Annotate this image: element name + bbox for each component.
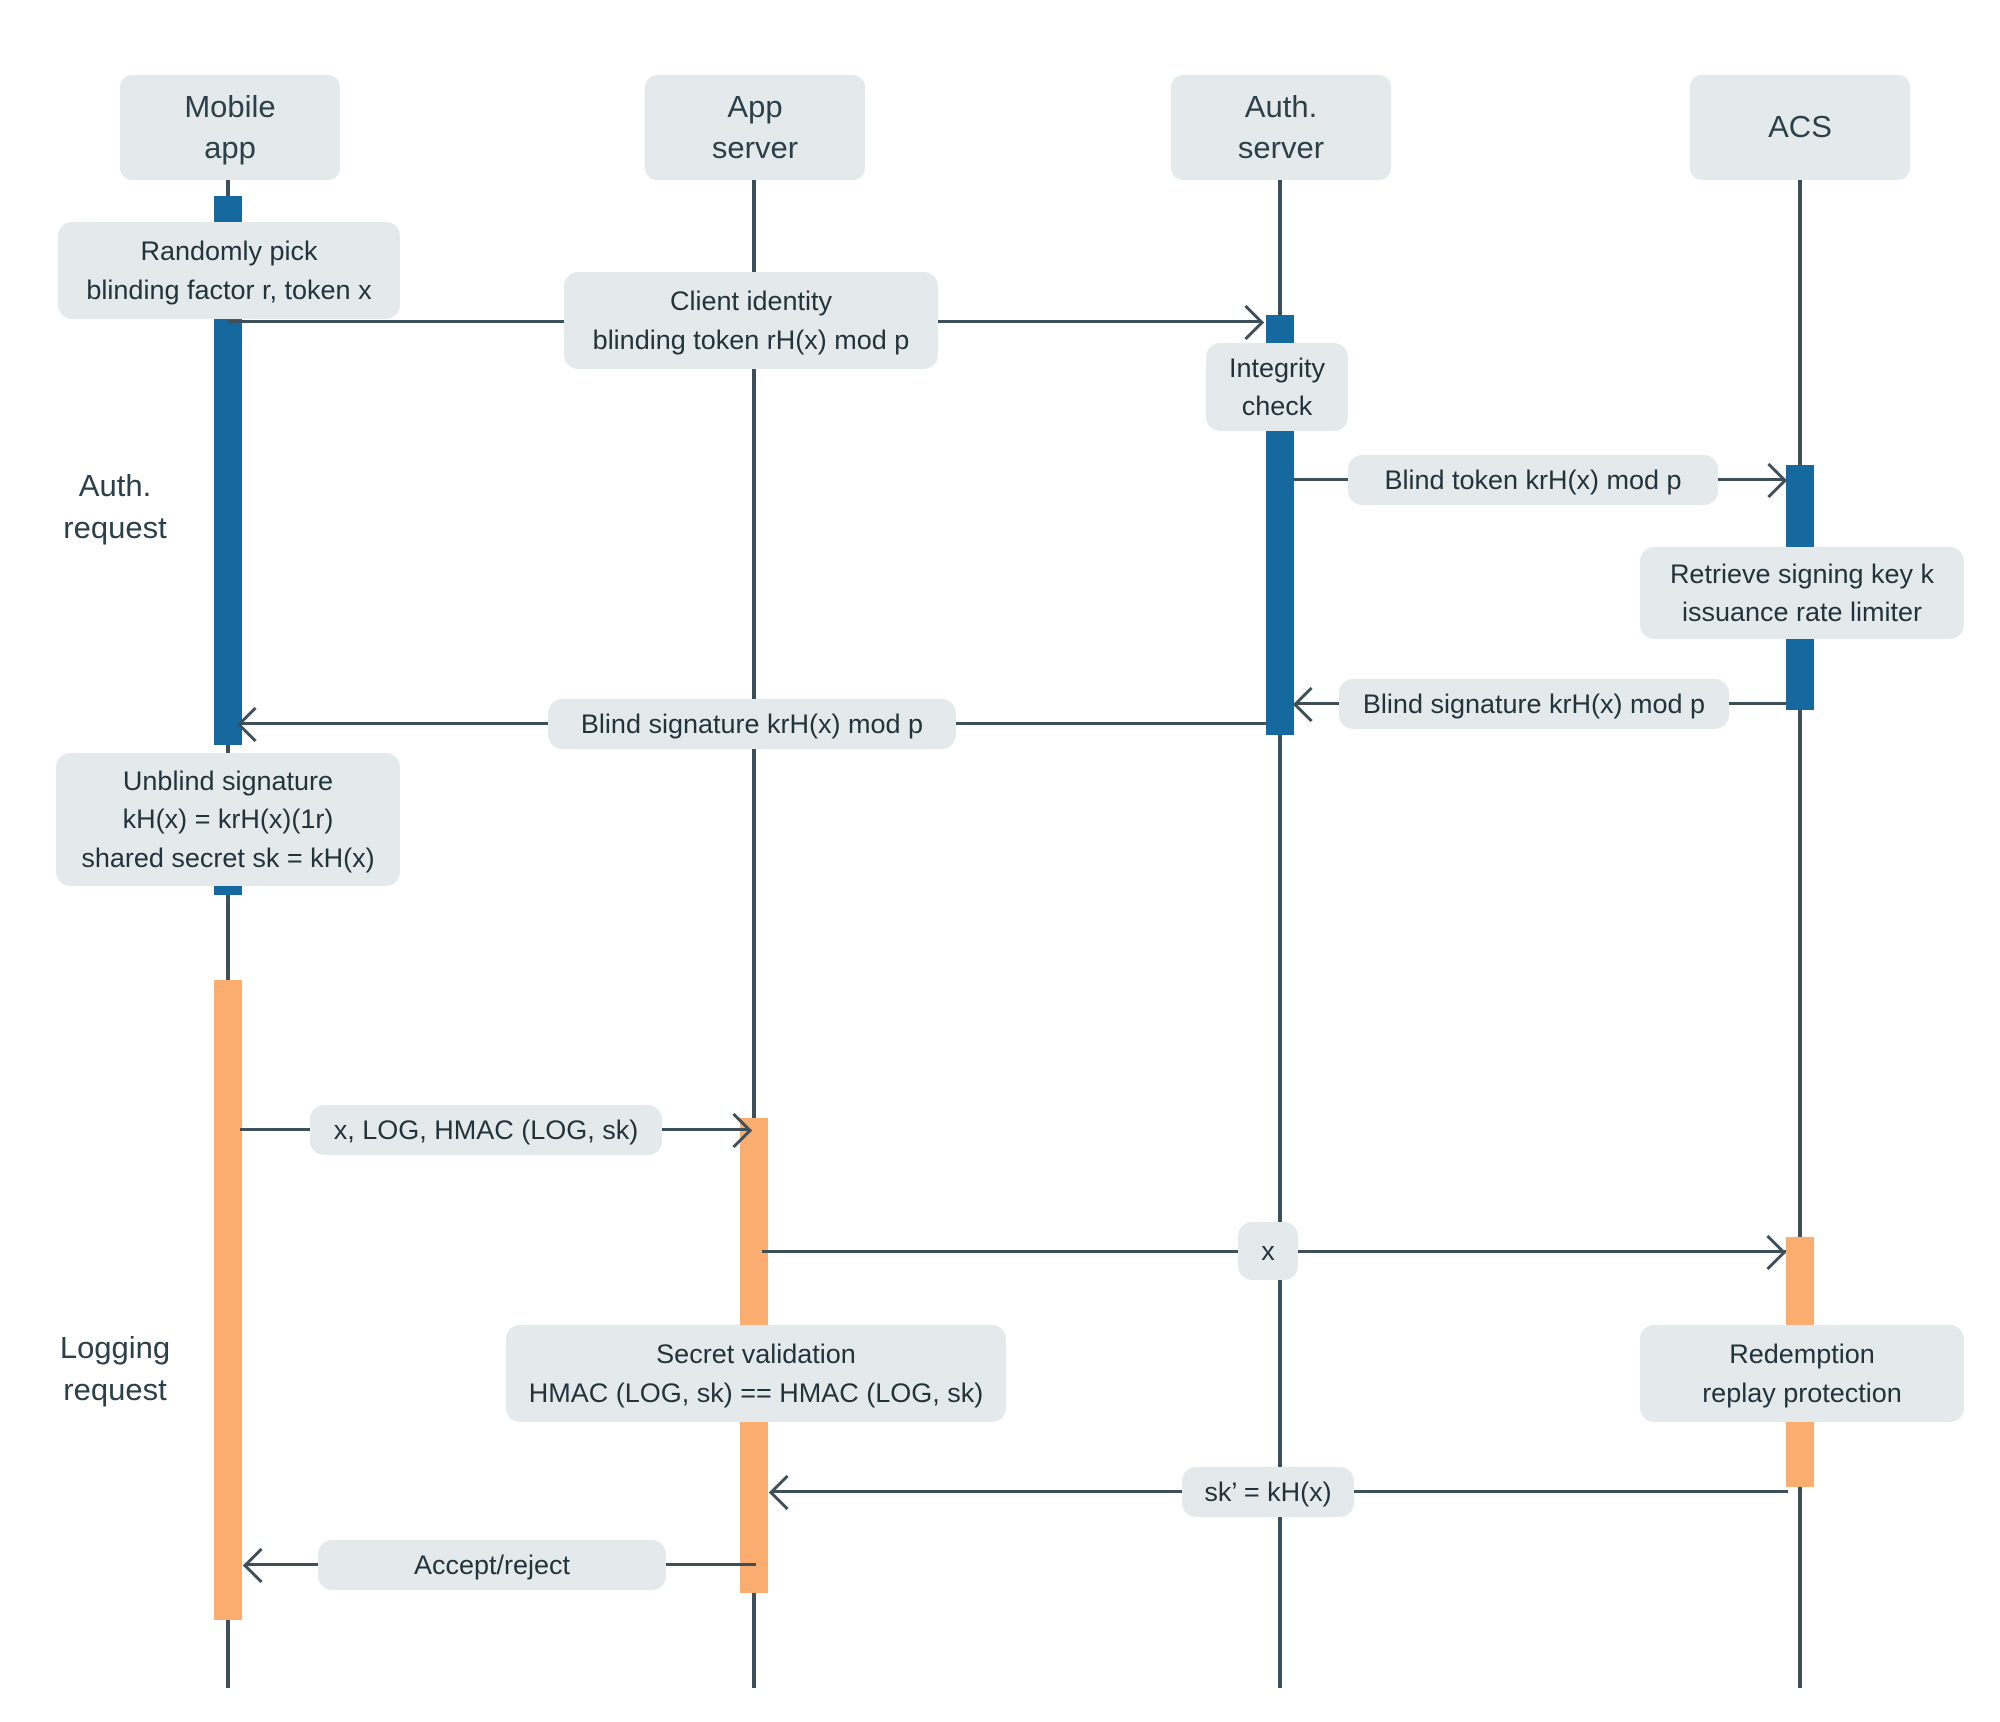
- phase-label-logging-request: Logging request: [30, 1327, 200, 1411]
- arrow-x-token: [1750, 1234, 1787, 1271]
- actor-auth-server-line1: Auth.: [1244, 88, 1318, 124]
- note-blind-signature-app-line1: Blind signature krH(x) mod p: [580, 708, 924, 739]
- activation-mobile-app-stub: [214, 196, 242, 226]
- note-log-hmac: x, LOG, HMAC (LOG, sk): [310, 1105, 662, 1155]
- note-retrieve-signing-key: Retrieve signing key k issuance rate lim…: [1640, 547, 1964, 639]
- note-redemption-line2: replay protection: [1702, 1377, 1902, 1408]
- note-accept-reject: Accept/reject: [318, 1540, 666, 1590]
- note-blind-signature-acs: Blind signature krH(x) mod p: [1339, 679, 1729, 729]
- note-randomly-pick: Randomly pick blinding factor r, token x: [58, 222, 400, 319]
- note-secret-validation: Secret validation HMAC (LOG, sk) == HMAC…: [506, 1325, 1006, 1422]
- actor-mobile-app[interactable]: Mobile app: [120, 75, 340, 180]
- note-unblind-signature-line2: kH(x) = krH(x)(1r): [122, 804, 334, 835]
- note-blind-token-line1: Blind token krH(x) mod p: [1384, 464, 1682, 495]
- actor-mobile-app-line2: app: [204, 129, 256, 165]
- note-log-hmac-line1: x, LOG, HMAC (LOG, sk): [333, 1114, 639, 1145]
- actor-acs-line1: ACS: [1768, 109, 1832, 145]
- note-redemption-line1: Redemption: [1729, 1339, 1875, 1370]
- actor-auth-server-line2: server: [1237, 129, 1325, 165]
- arrow-blind-signature-acs: [1292, 686, 1329, 723]
- phase-label-auth-request: Auth. request: [30, 465, 200, 549]
- note-client-identity: Client identity blinding token rH(x) mod…: [564, 272, 938, 369]
- actor-acs[interactable]: ACS: [1690, 75, 1910, 180]
- note-randomly-pick-line1: Randomly pick: [140, 236, 318, 267]
- actor-app-server[interactable]: App server: [645, 75, 865, 180]
- note-retrieve-signing-key-line2: issuance rate limiter: [1681, 597, 1923, 627]
- actor-app-server-line2: server: [711, 129, 799, 165]
- note-blind-token: Blind token krH(x) mod p: [1348, 455, 1718, 505]
- note-unblind-signature-line1: Unblind signature: [122, 766, 334, 797]
- phase-logging-request-line2: request: [63, 1371, 167, 1407]
- note-unblind-signature-line3: shared secret sk = kH(x): [81, 842, 375, 873]
- note-randomly-pick-line2: blinding factor r, token x: [86, 274, 372, 305]
- note-integrity-check-line1: Integrity: [1228, 352, 1326, 383]
- actor-auth-server[interactable]: Auth. server: [1171, 75, 1391, 180]
- note-client-identity-line2: blinding token rH(x) mod p: [592, 324, 910, 355]
- note-accept-reject-line1: Accept/reject: [413, 1549, 571, 1580]
- lifeline-acs: [1798, 178, 1802, 1688]
- note-secret-validation-line2: HMAC (LOG, sk) == HMAC (LOG, sk): [528, 1377, 984, 1408]
- note-redemption-replay-protection: Redemption replay protection: [1640, 1325, 1964, 1422]
- actor-mobile-app-line1: Mobile: [184, 88, 276, 124]
- phase-logging-request-line1: Logging: [59, 1330, 171, 1365]
- note-secret-validation-line1: Secret validation: [656, 1339, 856, 1370]
- phase-auth-request-line1: Auth.: [78, 468, 152, 503]
- lifeline-auth-server: [1278, 178, 1282, 1688]
- activation-mobile-app-auth: [214, 310, 242, 745]
- arrow-sk-prime: [768, 1474, 805, 1511]
- note-retrieve-signing-key-line1: Retrieve signing key k: [1669, 558, 1935, 589]
- actor-app-server-line1: App: [727, 88, 783, 124]
- note-blind-signature-app: Blind signature krH(x) mod p: [548, 699, 956, 749]
- note-sk-prime-line1: sk’ = kH(x): [1204, 1476, 1332, 1507]
- phase-auth-request-line2: request: [63, 509, 167, 545]
- activation-auth-server-main: [1266, 425, 1294, 735]
- note-integrity-check: Integrity check: [1206, 343, 1348, 431]
- activation-mobile-app-logging: [214, 980, 242, 1620]
- arrow-client-identity: [1228, 304, 1265, 341]
- note-integrity-check-line2: check: [1241, 391, 1313, 421]
- note-unblind-signature: Unblind signature kH(x) = krH(x)(1r) sha…: [56, 753, 400, 886]
- note-x-token: x: [1238, 1222, 1298, 1280]
- arrow-blind-signature-app: [236, 706, 273, 743]
- note-sk-prime: sk’ = kH(x): [1182, 1467, 1354, 1517]
- note-x-token-line1: x: [1261, 1235, 1275, 1266]
- note-blind-signature-acs-line1: Blind signature krH(x) mod p: [1362, 688, 1706, 719]
- lifeline-mobile-app: [226, 178, 230, 1688]
- arrow-blind-token: [1751, 462, 1788, 499]
- activation-auth-server-stub: [1266, 315, 1294, 345]
- arrow-accept-reject: [242, 1547, 279, 1584]
- note-client-identity-line1: Client identity: [669, 286, 833, 317]
- lifeline-app-server: [752, 178, 756, 1688]
